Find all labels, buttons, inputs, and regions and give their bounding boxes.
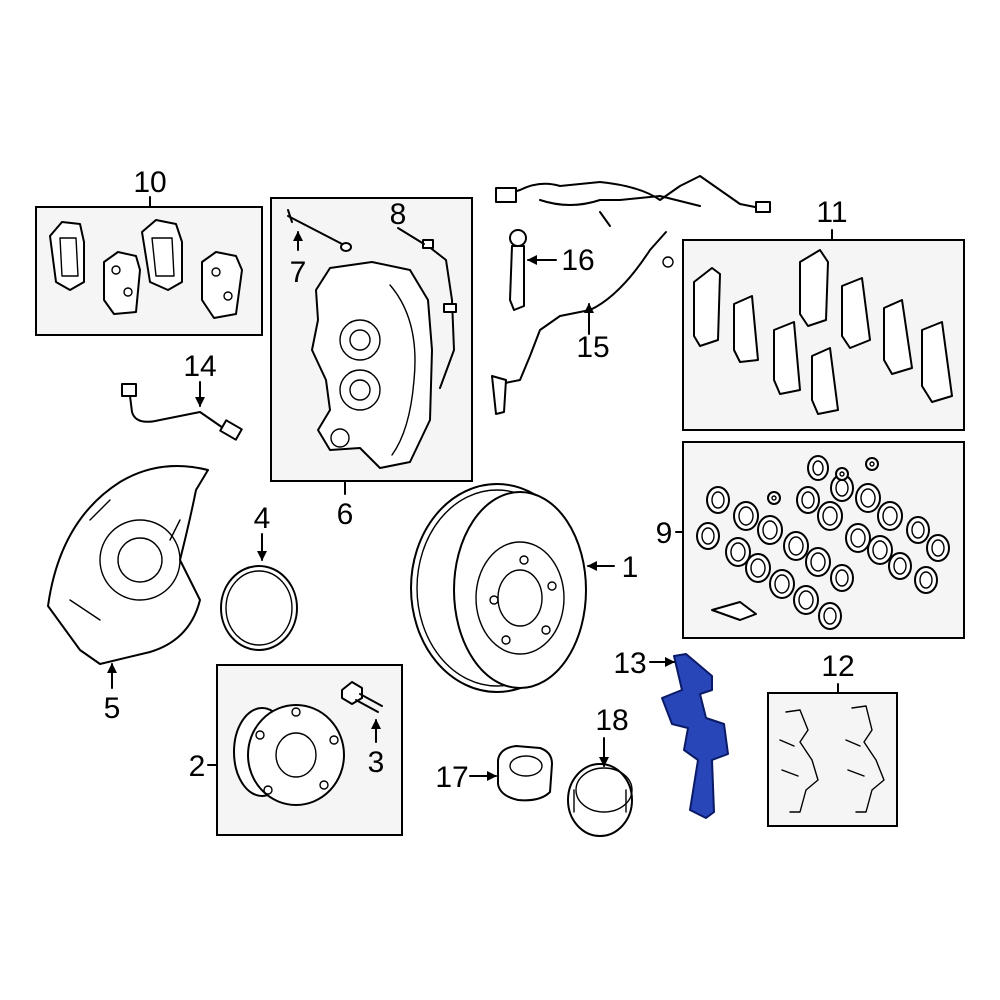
anti-rattle-spring-highlighted[interactable]	[661, 653, 729, 819]
seal-ring	[769, 569, 795, 599]
callout-2: 2	[189, 750, 206, 783]
abs-sensor-wire[interactable]	[491, 175, 771, 415]
caliper-pin[interactable]	[287, 209, 352, 252]
callout-18: 18	[595, 704, 628, 737]
hub-bolt[interactable]	[341, 681, 383, 713]
seal-ring	[817, 501, 843, 531]
seal-ring-inner	[788, 536, 804, 556]
callout-14: 14	[183, 350, 216, 383]
dust-shield[interactable]	[47, 465, 209, 665]
sensor-bracket[interactable]	[509, 229, 527, 311]
pad-shim-kit-group[interactable]	[682, 229, 965, 431]
seal-ring-inner	[835, 569, 849, 587]
seal-ring	[805, 547, 831, 577]
seal-ring-inner	[931, 539, 945, 557]
callout-11: 11	[816, 196, 847, 229]
seal-ring-inner	[711, 491, 725, 509]
seal-ring-inner	[730, 542, 746, 562]
seal-ring-inner	[872, 540, 888, 560]
seal-ring	[835, 467, 849, 481]
seal-ring-inner	[860, 488, 876, 508]
seal-ring-inner	[774, 574, 790, 594]
seal-ring	[783, 531, 809, 561]
seal-ring-inner	[798, 590, 814, 610]
callout-9: 9	[656, 517, 673, 550]
seal-ring-inner	[839, 471, 845, 477]
seal-ring-inner	[911, 521, 925, 539]
o-ring[interactable]	[220, 565, 298, 651]
seal-ring	[855, 483, 881, 513]
seal-ring-inner	[919, 571, 933, 589]
seal-ring-inner	[801, 491, 815, 509]
callout-16: 16	[561, 244, 594, 277]
callout-15: 15	[576, 331, 609, 364]
callout-3: 3	[368, 746, 385, 779]
seal-ring	[888, 552, 912, 580]
seal-ring	[706, 486, 730, 514]
seal-ring-inner	[771, 495, 777, 501]
seal-ring-inner	[750, 558, 766, 578]
seal-ring	[725, 537, 751, 567]
seal-ring	[865, 457, 879, 471]
seal-ring	[877, 501, 903, 531]
seal-ring-inner	[850, 528, 866, 548]
brake-rotor[interactable]	[410, 483, 587, 693]
callout-4: 4	[254, 502, 271, 535]
callout-5: 5	[104, 692, 121, 725]
seal-ring-inner	[812, 460, 824, 476]
seal-ring	[830, 564, 854, 592]
seal-ring-inner	[882, 506, 898, 526]
seal-ring	[845, 523, 871, 553]
caliper-seal-kit-group[interactable]	[675, 441, 965, 639]
seal-ring-inner	[869, 461, 875, 467]
seal-ring	[914, 566, 938, 594]
callout-10: 10	[133, 166, 166, 199]
seal-ring-inner	[810, 552, 826, 572]
seal-ring	[796, 486, 820, 514]
hub-bearing-group[interactable]	[207, 664, 403, 836]
callout-7: 7	[290, 256, 307, 289]
seal-ring	[906, 516, 930, 544]
seal-ring	[733, 501, 759, 531]
seal-ring	[926, 534, 950, 562]
seal-ring-inner	[822, 506, 838, 526]
seal-ring-inner	[893, 557, 907, 575]
seal-ring	[793, 585, 819, 615]
callout-17: 17	[435, 761, 468, 794]
seal-ring	[745, 553, 771, 583]
pad-clip-group[interactable]	[767, 683, 898, 827]
seal-ring	[696, 522, 720, 550]
callout-13: 13	[613, 647, 646, 680]
brake-hose[interactable]	[121, 383, 243, 441]
seal-ring-inner	[762, 520, 778, 540]
seal-ring	[757, 515, 783, 545]
seal-ring-inner	[823, 607, 837, 625]
seal-ring-inner	[701, 527, 715, 545]
axle-nut[interactable]	[497, 745, 553, 802]
callout-6: 6	[337, 498, 354, 531]
seal-ring	[767, 491, 781, 505]
grease-cap[interactable]	[567, 763, 633, 837]
callout-12: 12	[821, 650, 854, 683]
callout-8: 8	[390, 198, 407, 231]
callout-1: 1	[622, 551, 639, 584]
seal-ring	[818, 602, 842, 630]
seal-ring	[867, 535, 893, 565]
seal-ring-inner	[738, 506, 754, 526]
caliper-group[interactable]	[270, 197, 473, 495]
brake-pad-set-group[interactable]	[35, 196, 263, 336]
seal-ring	[807, 455, 829, 481]
